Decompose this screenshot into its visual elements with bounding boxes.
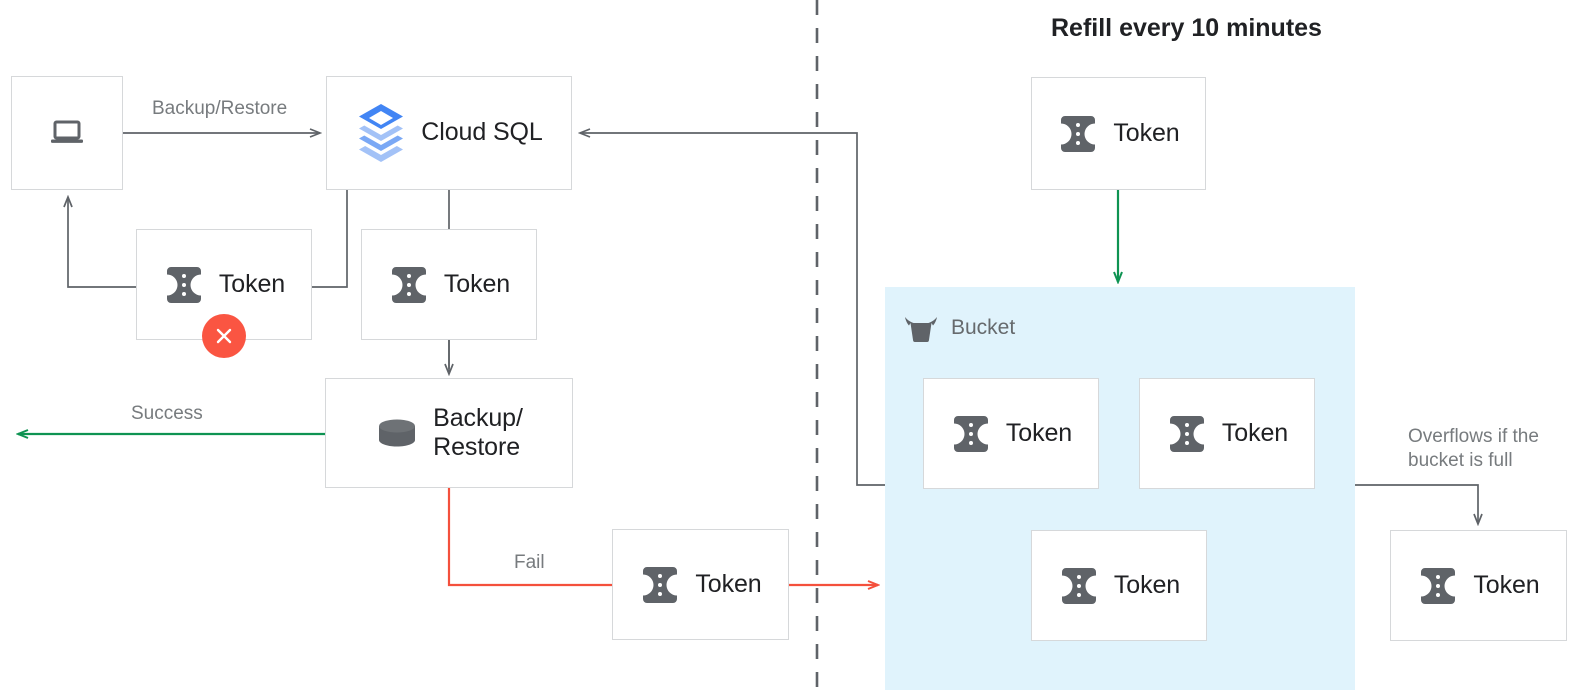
node-token-retry[interactable]: Token [612,529,789,640]
node-token-fail[interactable]: Token [136,229,312,340]
token-icon [1166,414,1208,454]
node-label: Cloud SQL [421,118,543,147]
token-icon [1057,114,1099,154]
token-icon [163,265,205,305]
edge-fail [447,487,612,587]
token-rejected-badge [202,314,246,358]
token-icon [1058,566,1100,606]
database-icon [375,415,419,451]
node-backup-restore[interactable]: Backup/ Restore [325,378,573,488]
node-label: Token [695,569,762,598]
edge-label-fail: Fail [514,552,545,573]
edge-bucket-to-cloudsql [580,133,885,486]
token-icon [1417,566,1459,606]
token-icon [639,565,681,605]
cloud-sql-icon [355,102,407,164]
node-token-bucket-2[interactable]: Token [1139,378,1315,489]
node-label: Token [1005,418,1073,447]
bucket-icon [903,312,939,344]
error-x-icon [213,325,235,347]
token-icon [388,265,430,305]
node-label: Token [1473,570,1540,599]
node-token-overflow[interactable]: Token [1390,530,1567,641]
node-token-bucket-3[interactable]: Token [1031,530,1207,641]
laptop-icon [47,118,87,148]
node-token-consume[interactable]: Token [361,229,537,340]
bucket-label: Bucket [951,316,1016,339]
node-label: Token [443,269,511,298]
node-label: Backup/ Restore [433,403,523,462]
node-client[interactable] [11,76,123,190]
node-cloud-sql[interactable]: Cloud SQL [326,76,572,190]
edge-overflow [1355,484,1478,524]
edge-label-success: Success [131,403,203,424]
node-label: Token [218,269,286,298]
bucket-header: Bucket [903,312,1015,344]
node-token-refill[interactable]: Token [1031,77,1206,190]
page-title: Refill every 10 minutes [1051,14,1322,42]
node-label: Token [1113,118,1180,147]
node-label: Token [1113,570,1181,599]
node-label: Token [1221,418,1289,447]
token-icon [950,414,992,454]
edge-label-overflow: Overflows if the bucket is full [1408,426,1539,472]
edge-label-backup-restore: Backup/Restore [152,98,288,119]
node-token-bucket-1[interactable]: Token [923,378,1099,489]
